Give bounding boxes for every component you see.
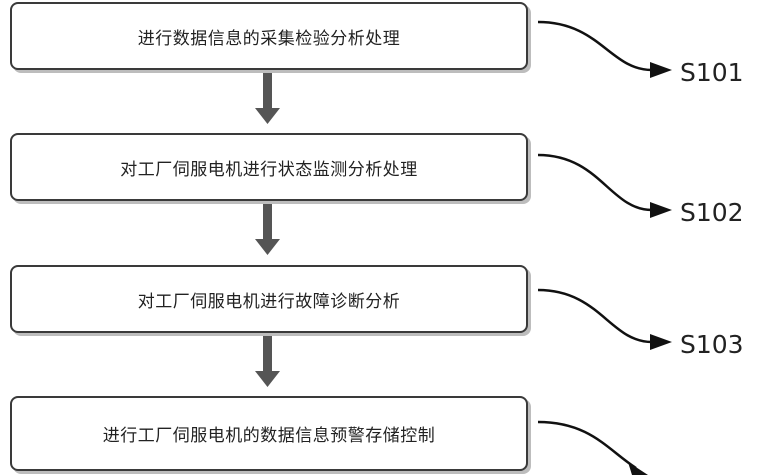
step-box-s104: 进行工厂伺服电机的数据信息预警存储控制: [10, 396, 528, 471]
step-box-s101: 进行数据信息的采集检验分析处理: [10, 2, 528, 70]
step-label-s101: S101: [680, 58, 744, 87]
step-text: 对工厂伺服电机进行故障诊断分析: [137, 291, 401, 312]
step-box-s102: 对工厂伺服电机进行状态监测分析处理: [10, 133, 528, 201]
flow-arrow-1: [255, 72, 280, 124]
leader-line-s101: [537, 20, 672, 78]
step-text: 进行数据信息的采集检验分析处理: [137, 28, 401, 49]
leader-line-s103: [537, 288, 672, 350]
step-label-s103: S103: [680, 330, 744, 359]
flow-arrow-2: [255, 203, 280, 255]
leader-line-s104: [537, 420, 648, 475]
step-label-s102: S102: [680, 198, 744, 227]
step-box-s103: 对工厂伺服电机进行故障诊断分析: [10, 265, 528, 333]
flow-arrow-3: [255, 335, 280, 387]
step-text: 进行工厂伺服电机的数据信息预警存储控制: [102, 426, 436, 446]
step-text: 对工厂伺服电机进行状态监测分析处理: [120, 159, 418, 180]
leader-line-s102: [537, 153, 672, 218]
